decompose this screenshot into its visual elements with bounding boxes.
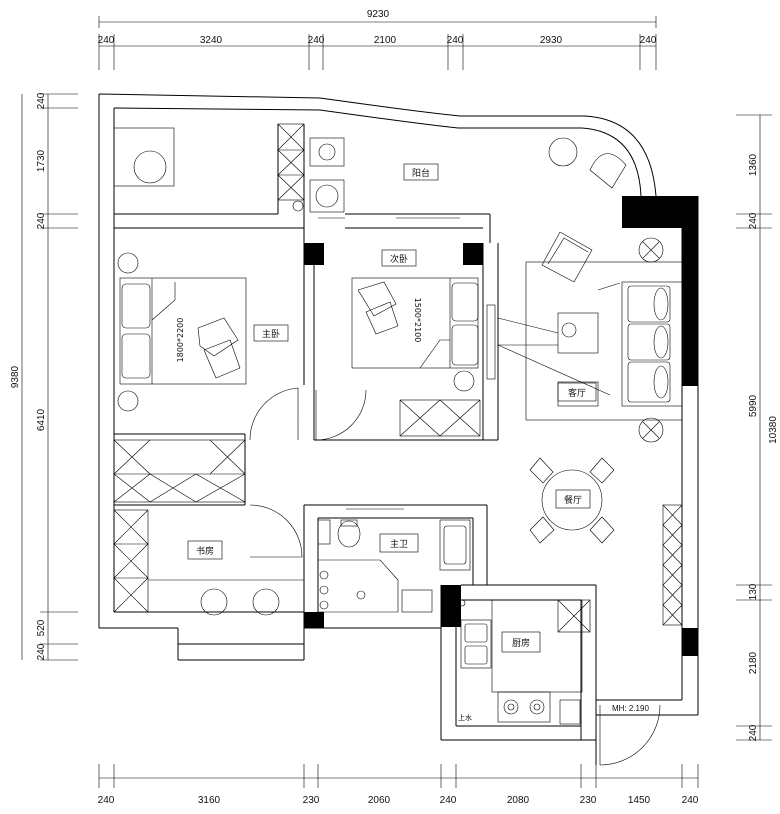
top-total-dim: 9230 bbox=[367, 9, 390, 20]
left-dim-5: 240 bbox=[36, 643, 47, 660]
master-bed bbox=[119, 277, 247, 385]
bottom-dim-3: 2060 bbox=[368, 795, 391, 806]
left-dim-0: 240 bbox=[36, 92, 47, 109]
room-label-living-room: 客厅 bbox=[568, 387, 586, 399]
top-dim-2: 240 bbox=[308, 35, 325, 46]
annotations: 1800*2200 1500*2100 MH: 2.190 上水 bbox=[176, 298, 649, 722]
right-dim-2: 5990 bbox=[748, 394, 759, 417]
left-dim-1: 1730 bbox=[36, 149, 47, 172]
left-dimension: 9380 240 1730 240 6410 520 240 bbox=[10, 92, 78, 660]
sofa bbox=[621, 281, 683, 407]
nightstand-lamp-icon bbox=[117, 252, 139, 274]
right-dim-0: 1360 bbox=[748, 153, 759, 176]
kitchen-sink-icon bbox=[460, 619, 492, 669]
outer-walls bbox=[98, 93, 699, 765]
bottom-dimension: 240 3160 230 2060 240 2080 230 1450 240 bbox=[98, 764, 699, 806]
left-dim-3: 6410 bbox=[36, 408, 47, 431]
study-furniture bbox=[148, 579, 304, 616]
dining-table bbox=[541, 469, 603, 531]
room-label-kitchen: 厨房 bbox=[512, 637, 530, 649]
bottom-dim-0: 240 bbox=[98, 795, 115, 806]
kitchen-note: 上水 bbox=[458, 713, 472, 722]
room-labels: 阳台 主卧 次卧 客厅 餐厅 书房 主卫 厨房 bbox=[187, 163, 597, 653]
top-dim-6: 240 bbox=[640, 35, 657, 46]
second-bedroom-furniture bbox=[351, 277, 496, 392]
top-dim-4: 240 bbox=[447, 35, 464, 46]
room-label-master-bath: 主卫 bbox=[390, 538, 408, 550]
kitchen-furniture bbox=[458, 599, 581, 725]
left-dim-4: 520 bbox=[36, 619, 47, 636]
right-dim-1: 240 bbox=[748, 212, 759, 229]
top-dim-3: 2100 bbox=[374, 35, 397, 46]
room-label-second-bedroom: 次卧 bbox=[390, 253, 408, 265]
master-bedroom-furniture bbox=[117, 252, 247, 412]
bottom-dim-6: 230 bbox=[580, 795, 597, 806]
room-label-study: 书房 bbox=[196, 545, 214, 557]
right-dim-3: 130 bbox=[748, 583, 759, 600]
right-dim-5: 240 bbox=[748, 724, 759, 741]
doors bbox=[249, 217, 661, 766]
bath-furniture bbox=[317, 519, 471, 613]
dining-furniture bbox=[529, 457, 615, 544]
bottom-dim-8: 240 bbox=[682, 795, 699, 806]
bottom-dim-2: 230 bbox=[303, 795, 320, 806]
left-dim-2: 240 bbox=[36, 212, 47, 229]
room-label-dining-room: 餐厅 bbox=[564, 494, 582, 506]
basin-icon bbox=[439, 519, 471, 571]
top-dim-1: 3240 bbox=[200, 35, 223, 46]
study-chair-icon bbox=[200, 588, 228, 616]
left-total-dim: 9380 bbox=[10, 365, 21, 388]
right-dim-4: 2180 bbox=[748, 651, 759, 674]
right-dimension: 10380 1360 240 5990 130 2180 240 bbox=[736, 114, 779, 741]
bottom-dim-7: 1450 bbox=[628, 795, 651, 806]
coffee-table bbox=[557, 312, 599, 354]
bottom-dim-5: 2080 bbox=[507, 795, 530, 806]
wardrobes bbox=[113, 123, 683, 633]
right-total-dim: 10380 bbox=[768, 416, 779, 444]
balcony-furniture bbox=[113, 127, 627, 213]
washer-icon bbox=[309, 137, 345, 167]
bed-size-master: 1800*2200 bbox=[176, 318, 185, 363]
bottom-dim-1: 3160 bbox=[198, 795, 221, 806]
room-label-master-bedroom: 主卧 bbox=[262, 328, 280, 340]
top-dimension: 9230 240 3240 240 2100 240 2930 240 bbox=[98, 9, 657, 70]
door-height-note: MH: 2.190 bbox=[612, 704, 649, 713]
room-label-balcony: 阳台 bbox=[412, 167, 430, 179]
stove-icon bbox=[497, 691, 551, 723]
bottom-dim-4: 240 bbox=[440, 795, 457, 806]
top-dim-0: 240 bbox=[98, 35, 115, 46]
bed-size-second: 1500*2100 bbox=[413, 298, 422, 343]
interior-walls bbox=[113, 124, 597, 700]
top-dim-5: 2930 bbox=[540, 35, 563, 46]
living-room-furniture bbox=[497, 231, 683, 443]
toilet-icon bbox=[337, 520, 361, 548]
armchair-icon bbox=[541, 231, 593, 283]
second-bed bbox=[351, 277, 479, 369]
